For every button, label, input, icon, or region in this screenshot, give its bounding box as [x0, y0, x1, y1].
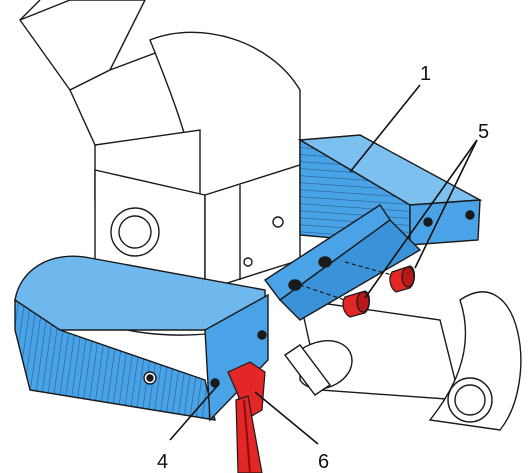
leader-6	[254, 391, 319, 445]
red-connector	[227, 361, 266, 473]
rear-handle-screw	[423, 217, 433, 227]
cable-shade	[243, 399, 251, 473]
handle-rail	[263, 204, 422, 321]
rail-hole	[288, 279, 302, 291]
rail-plate	[278, 219, 422, 321]
callout-5: 5	[478, 121, 489, 143]
leader-1	[349, 84, 421, 173]
callout-6: 6	[318, 451, 329, 473]
head-top-block	[18, 0, 146, 91]
front-handle	[14, 255, 269, 422]
plug-upper-guide	[344, 261, 393, 276]
rear-handle-end	[409, 199, 481, 246]
leader-5b	[364, 139, 478, 299]
connector-cable	[235, 395, 263, 473]
leader-5a	[414, 139, 478, 269]
base-screw-hole	[272, 216, 284, 228]
rear-handle-screw	[465, 210, 475, 220]
callout-4: 4	[157, 451, 168, 473]
instrument-head	[18, 0, 301, 201]
front-handle-screw	[257, 330, 267, 340]
plug-lower-guide	[299, 284, 346, 301]
callout-1: 1	[420, 63, 431, 85]
focus-knob	[110, 207, 160, 257]
connector-body	[227, 361, 266, 421]
head-dome	[149, 31, 301, 201]
red-plugs	[299, 261, 416, 318]
front-handle-ribbed-face	[14, 298, 216, 421]
callout-leaders	[169, 84, 478, 445]
rail-hole	[318, 256, 332, 268]
front-handle-end	[204, 293, 269, 422]
base-screw-hole	[243, 257, 253, 267]
focus-knob-inner	[118, 215, 152, 249]
edge-line	[19, 0, 41, 21]
front-handle-screw-center	[146, 374, 154, 382]
clamp-knob-lever	[283, 344, 332, 396]
arm-ring-hole-inner	[454, 384, 486, 416]
mount-arm	[283, 291, 522, 431]
plug-upper-face	[401, 266, 415, 288]
leader-4	[169, 384, 219, 441]
